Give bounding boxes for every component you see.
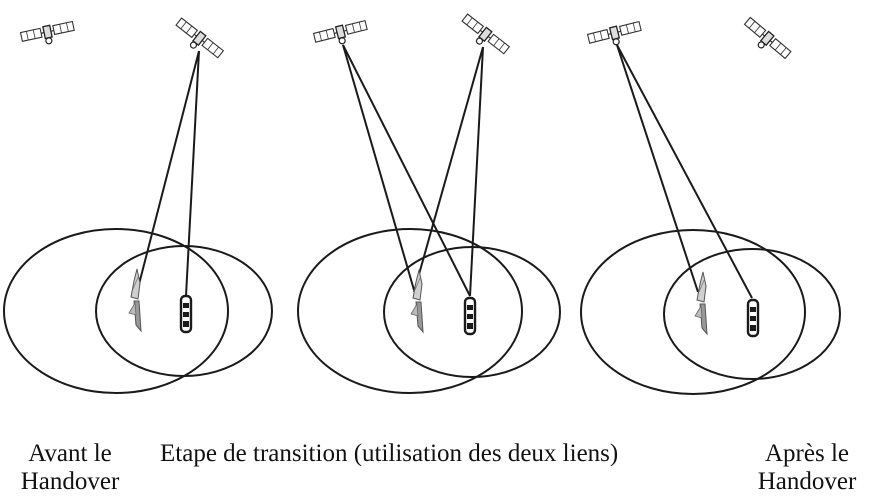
coverage-ellipse-right xyxy=(95,245,273,377)
plane-icon xyxy=(694,271,708,335)
link-line xyxy=(342,44,471,297)
coverage-ellipse-left xyxy=(580,229,806,395)
link-line xyxy=(136,50,200,293)
link-line xyxy=(616,44,753,299)
link-line xyxy=(413,46,484,293)
link-line xyxy=(342,44,415,291)
panel-transition xyxy=(297,12,561,394)
plane-icon xyxy=(410,269,424,333)
panel-after xyxy=(580,16,841,395)
plane-icon xyxy=(128,268,142,332)
caption-before-line2: Handover xyxy=(20,468,120,495)
caption-after-line1: Après le xyxy=(765,440,849,467)
satellite-icon xyxy=(738,16,793,66)
caption-after-line2: Handover xyxy=(757,468,857,495)
phone-icon xyxy=(746,298,760,338)
panel-before xyxy=(3,16,273,394)
caption-after-handover: Après le Handover xyxy=(745,440,869,496)
coverage-ellipse-left xyxy=(3,228,229,394)
satellite-icon xyxy=(312,18,370,51)
satellite-icon xyxy=(586,19,644,52)
caption-before-line1: Avant le xyxy=(28,440,112,467)
link-line xyxy=(185,50,200,297)
coverage-ellipse-left xyxy=(297,228,523,394)
link-line xyxy=(469,46,484,297)
phone-icon xyxy=(179,294,193,334)
caption-transition: Etape de transition (utilisation des deu… xyxy=(160,440,619,467)
coverage-ellipse-right xyxy=(663,248,841,380)
caption-before-handover: Avant le Handover xyxy=(8,440,132,496)
link-line xyxy=(616,44,699,293)
phone-icon xyxy=(463,296,477,336)
satellite-icon xyxy=(19,19,77,50)
